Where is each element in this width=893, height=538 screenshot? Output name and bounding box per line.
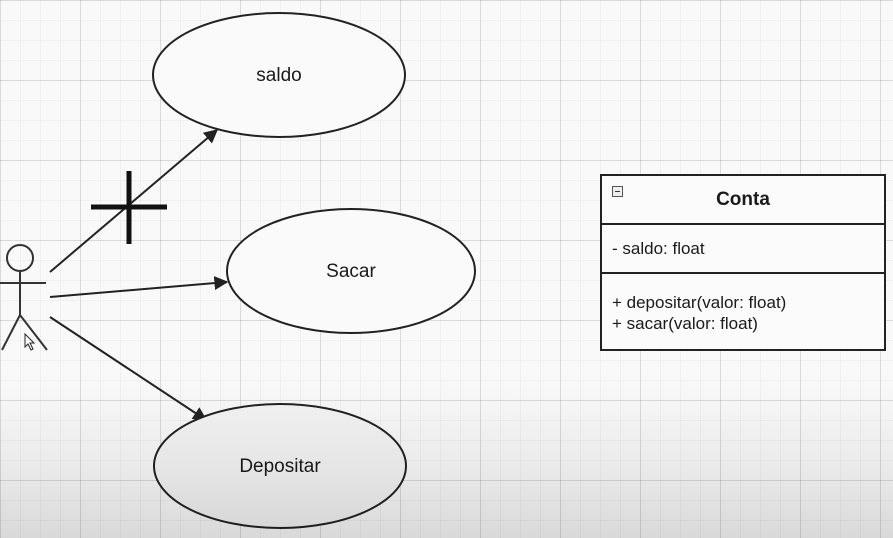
usecase-sacar[interactable]: Sacar [226, 208, 476, 334]
usecase-label-sacar: Sacar [326, 261, 376, 282]
class-attributes[interactable]: - saldo: float [602, 225, 884, 274]
move-crosshair-icon[interactable] [91, 171, 167, 244]
class-box-conta[interactable]: Conta - saldo: float + depositar(valor: … [600, 174, 886, 351]
association-line-saldo[interactable] [49, 129, 219, 273]
class-method: + sacar(valor: float) [612, 314, 758, 333]
class-method: + depositar(valor: float) [612, 293, 787, 312]
collapse-icon[interactable] [612, 186, 623, 197]
class-attribute: - saldo: float [612, 238, 705, 258]
class-methods[interactable]: + depositar(valor: float) + sacar(valor:… [602, 274, 884, 334]
association-line-depositar[interactable] [49, 316, 208, 421]
usecase-label-saldo: saldo [256, 65, 301, 86]
usecase-label-depositar: Depositar [239, 456, 321, 477]
actor-left-leg [1, 314, 21, 351]
usecase-saldo[interactable]: saldo [152, 12, 406, 138]
usecase-depositar[interactable]: Depositar [153, 403, 407, 529]
association-line-sacar[interactable] [49, 276, 229, 298]
class-header[interactable]: Conta [602, 176, 884, 225]
mouse-cursor-icon [24, 332, 36, 351]
class-name: Conta [716, 188, 770, 210]
actor-right-leg [19, 314, 48, 351]
actor-stick-figure[interactable] [0, 244, 48, 351]
actor-head [6, 244, 34, 272]
